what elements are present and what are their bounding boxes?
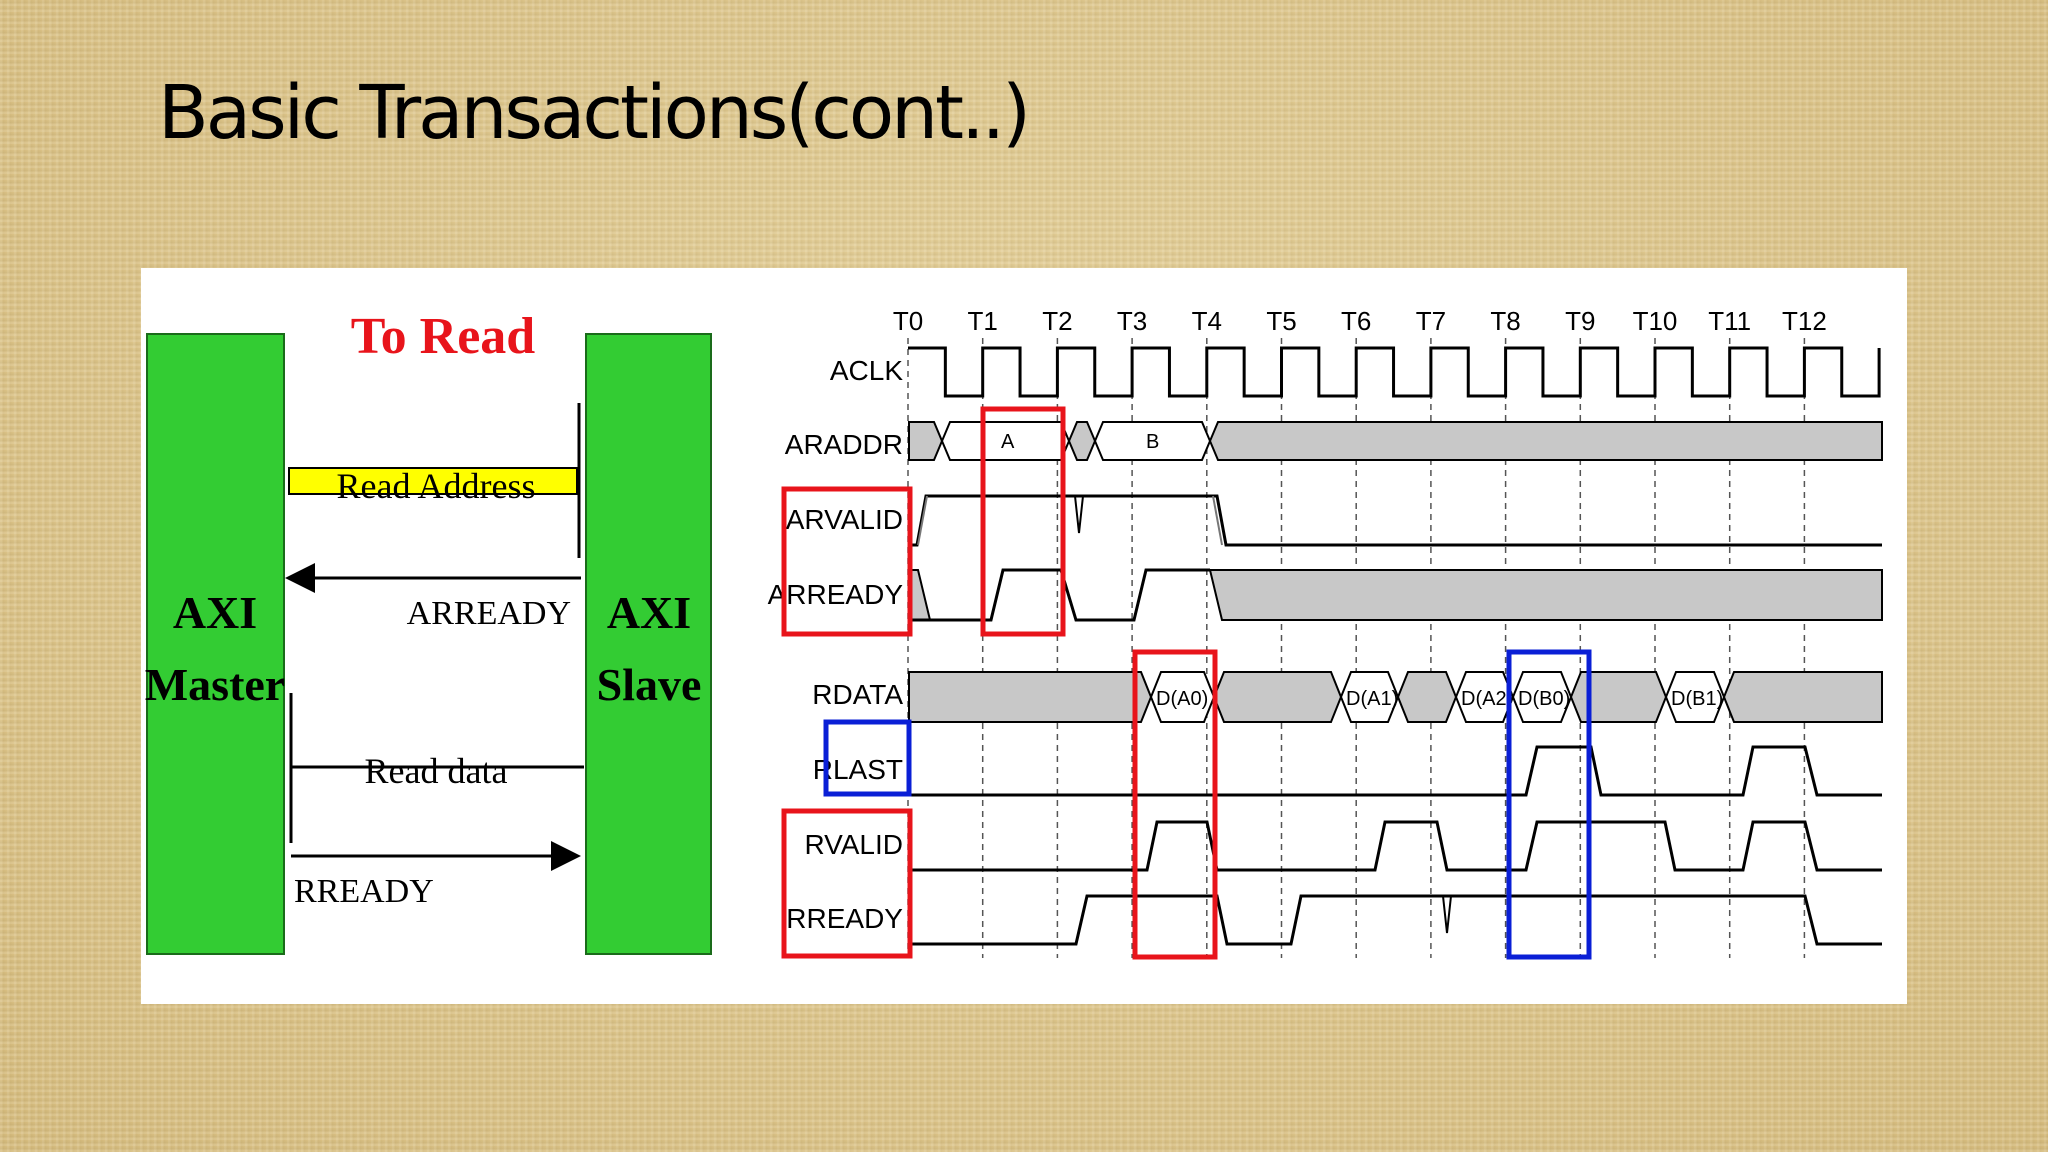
axi-read-figure: To Read AXI Master AXI Slave Read Addres…	[141, 268, 1907, 1004]
aclk-waveform	[908, 346, 1881, 398]
clock-label-t1: T1	[968, 306, 998, 336]
arready-label: ARREADY	[407, 595, 571, 632]
timing-diagram: T0 T1 T2 T3 T4 T5 T6 T7 T8 T9 T10 T11 T12 ACLK ARADD…	[768, 306, 1883, 960]
clock-label-t8: T8	[1490, 306, 1520, 336]
rready-glitch-1	[1442, 895, 1452, 934]
highlight-rvalid-rready-labels	[781, 808, 913, 959]
signal-label-arvalid: ARVALID	[786, 504, 903, 535]
signal-label-rvalid: RVALID	[804, 829, 903, 860]
highlight-rdata-a2	[1506, 649, 1592, 960]
highlight-arvalid-arready-labels	[781, 486, 913, 637]
signal-label-rdata: RDATA	[812, 679, 903, 710]
rdata-value-a2: D(A2)	[1461, 688, 1513, 710]
araddr-value-a: A	[1001, 431, 1015, 453]
clock-label-t11: T11	[1708, 306, 1751, 336]
rdata-value-a0: D(A0)	[1156, 688, 1208, 710]
rvalid-waveform	[909, 820, 1882, 872]
read-data-label: Read data	[365, 751, 508, 791]
clock-label-t2: T2	[1042, 306, 1072, 336]
araddr-waveform	[908, 421, 1883, 461]
araddr-value-b: B	[1146, 431, 1159, 453]
highlight-t1-t2-handshake	[980, 406, 1066, 637]
read-address-label: Read Address	[337, 466, 536, 506]
rdata-value-b0: D(B0)	[1518, 688, 1570, 710]
axi-master-label-line2: Master	[145, 659, 285, 710]
axi-slave-block	[585, 333, 712, 955]
arvalid-waveform	[909, 494, 1882, 547]
rdata-value-b1: D(B1)	[1671, 688, 1723, 710]
axi-master-label-line1: AXI	[173, 587, 257, 638]
signal-label-arready: ARREADY	[768, 579, 904, 610]
rdata-waveform	[908, 671, 1883, 723]
arready-waveform	[908, 568, 1883, 622]
clock-label-t3: T3	[1117, 306, 1147, 336]
highlight-rdata-a0	[1132, 649, 1218, 960]
highlight-rlast-label	[823, 719, 912, 797]
block-diagram: To Read AXI Master AXI Slave Read Addres…	[145, 308, 712, 955]
slide-title: Basic Transactions(cont..)	[158, 70, 1031, 156]
rready-label: RREADY	[294, 873, 434, 910]
signal-label-rready: RREADY	[786, 903, 903, 934]
axi-master-block	[146, 333, 285, 955]
clock-label-t12: T12	[1782, 306, 1827, 336]
axi-slave-label-line1: AXI	[607, 587, 691, 638]
signal-label-araddr: ARADDR	[785, 429, 903, 460]
clock-label-t9: T9	[1565, 306, 1595, 336]
rdata-value-a1: D(A1)	[1346, 688, 1398, 710]
to-read-heading: To Read	[351, 308, 536, 365]
axi-slave-label-line2: Slave	[597, 659, 702, 710]
clock-label-t6: T6	[1341, 306, 1371, 336]
clock-label-t4: T4	[1192, 306, 1222, 336]
signal-label-aclk: ACLK	[830, 355, 903, 386]
clock-label-t5: T5	[1266, 306, 1296, 336]
rready-waveform	[909, 894, 1882, 946]
clock-label-t0: T0	[893, 306, 923, 336]
rlast-waveform	[909, 745, 1882, 797]
clock-labels: T0 T1 T2 T3 T4 T5 T6 T7 T8 T9 T10 T11 T12	[893, 306, 1827, 336]
clock-label-t7: T7	[1416, 306, 1446, 336]
clock-label-t10: T10	[1633, 306, 1678, 336]
read-address-bar	[288, 467, 578, 495]
